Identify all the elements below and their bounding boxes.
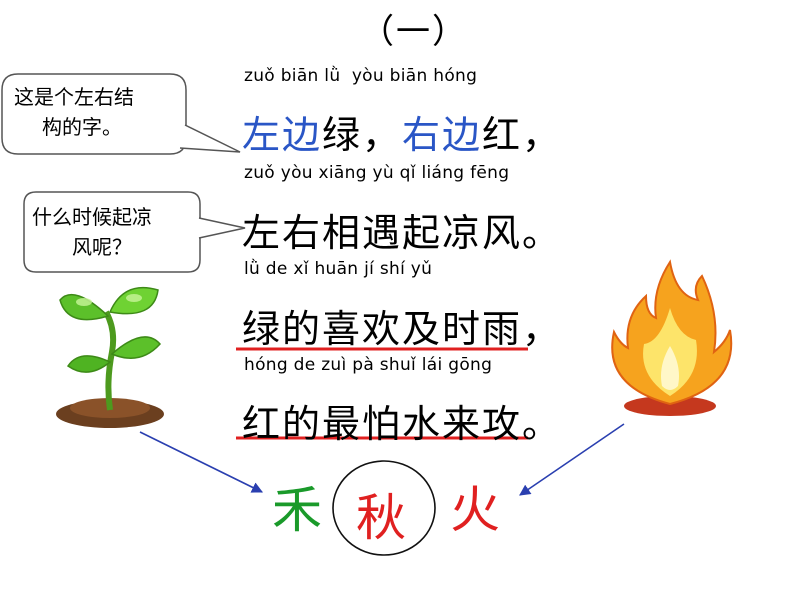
char-huo: 火: [450, 481, 500, 539]
poem-line-1-green: 绿，: [322, 113, 403, 157]
bubble-2-line-1: 什么时候起凉: [32, 205, 152, 229]
char-qiu: 秋: [356, 489, 406, 547]
pinyin-line-2: zuǒ yòu xiāng yù qǐ liáng fēng: [244, 163, 510, 183]
plant-sprout-icon: [56, 286, 164, 428]
poem-line-1-left-side: 左边: [242, 113, 323, 157]
speech-bubble-1: [1, 73, 187, 155]
poem-line-2: 左右相遇起凉风。: [242, 211, 563, 255]
pinyin-line-4: hóng de zuì pà shuǐ lái gōng: [244, 355, 493, 375]
circle-around-qiu: [332, 460, 436, 556]
bubble-1-line-1: 这是个左右结: [14, 85, 134, 109]
poem-line-3: 绿的喜欢及时雨，: [242, 307, 563, 351]
char-he: 禾: [272, 481, 322, 539]
pinyin-line-3: lǜ de xǐ huān jí shí yǔ: [244, 259, 433, 279]
speech-bubble-2-tail: [198, 217, 246, 239]
bubble-2-line-2: 风呢？: [72, 235, 132, 259]
speech-bubble-2: [23, 191, 201, 273]
campfire-icon: [611, 259, 733, 416]
poem-line-4: 红的最怕水来攻。: [242, 402, 563, 446]
arrow-plant-to-he: [139, 431, 264, 493]
speech-bubble-2-text: 什么时候起凉 风呢？: [32, 202, 202, 262]
arrow-fire-to-huo: [519, 423, 625, 496]
poem-line-1: 左边绿，右边红，: [242, 104, 562, 159]
bubble-1-line-2: 构的字。: [42, 115, 122, 139]
section-title: （一）: [360, 12, 468, 52]
poem-line-1-right-side: 右边: [402, 113, 483, 157]
poem-line-1-red: 红，: [482, 113, 563, 157]
speech-bubble-1-text: 这是个左右结 构的字。: [14, 82, 184, 142]
pinyin-line-1: zuǒ biān lǜ yòu biān hóng: [244, 66, 478, 86]
speech-bubble-1-tail: [179, 124, 241, 153]
